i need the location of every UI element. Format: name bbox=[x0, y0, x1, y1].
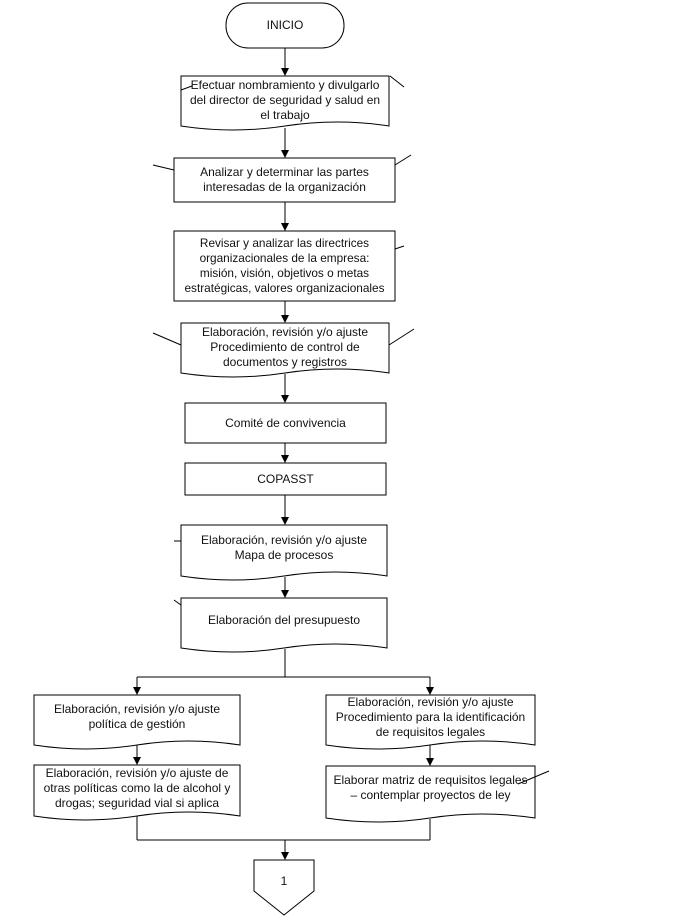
left-step-2-label: Elaboración, revisión y/o ajuste de otra… bbox=[43, 765, 231, 810]
step-3-process-shape bbox=[173, 230, 396, 302]
step-2-label: Analizar y determinar las partes interes… bbox=[200, 165, 369, 194]
step-1-document-shape bbox=[180, 75, 390, 131]
step-3-label: Revisar y analizar las directrices organ… bbox=[184, 236, 385, 295]
step-7-label: Elaboración, revisión y/o ajuste Mapa de… bbox=[200, 533, 368, 562]
left-step-1-document-shape bbox=[33, 694, 241, 750]
step-7-document-shape bbox=[180, 524, 388, 581]
right-step-2-document-shape bbox=[325, 765, 536, 823]
offpage-connector-label: 1 bbox=[280, 873, 288, 888]
right-step-2-label: Elaborar matriz de requisitos legales – … bbox=[333, 773, 528, 802]
stray-annotation-lines bbox=[152, 75, 550, 785]
start-terminator-label: INICIO bbox=[266, 18, 304, 32]
step-8-document-shape bbox=[180, 597, 388, 653]
step-5-label: Comité de convivencia bbox=[225, 415, 346, 430]
right-step-1-label: Elaboración, revisión y/o ajuste Procedi… bbox=[335, 694, 526, 739]
step-6-label: COPASST bbox=[257, 471, 314, 486]
step-8-label: Elaboración del presupuesto bbox=[207, 612, 361, 627]
offpage-connector-shape bbox=[253, 859, 315, 916]
step-4-label: Elaboración, revisión y/o ajuste Procedi… bbox=[201, 324, 369, 369]
main-connectors bbox=[133, 48, 434, 860]
step-1-label: Efectuar nombramiento y divulgarlo del d… bbox=[189, 77, 381, 122]
step-2-process-shape bbox=[173, 157, 396, 203]
right-step-1-document-shape bbox=[325, 694, 536, 750]
step-5-process-shape bbox=[184, 402, 387, 444]
left-step-2-document-shape bbox=[33, 764, 241, 821]
step-4-document-shape bbox=[180, 322, 390, 378]
left-step-1-label: Elaboración, revisión y/o ajuste polític… bbox=[53, 702, 221, 731]
step-6-process-shape bbox=[184, 462, 387, 496]
